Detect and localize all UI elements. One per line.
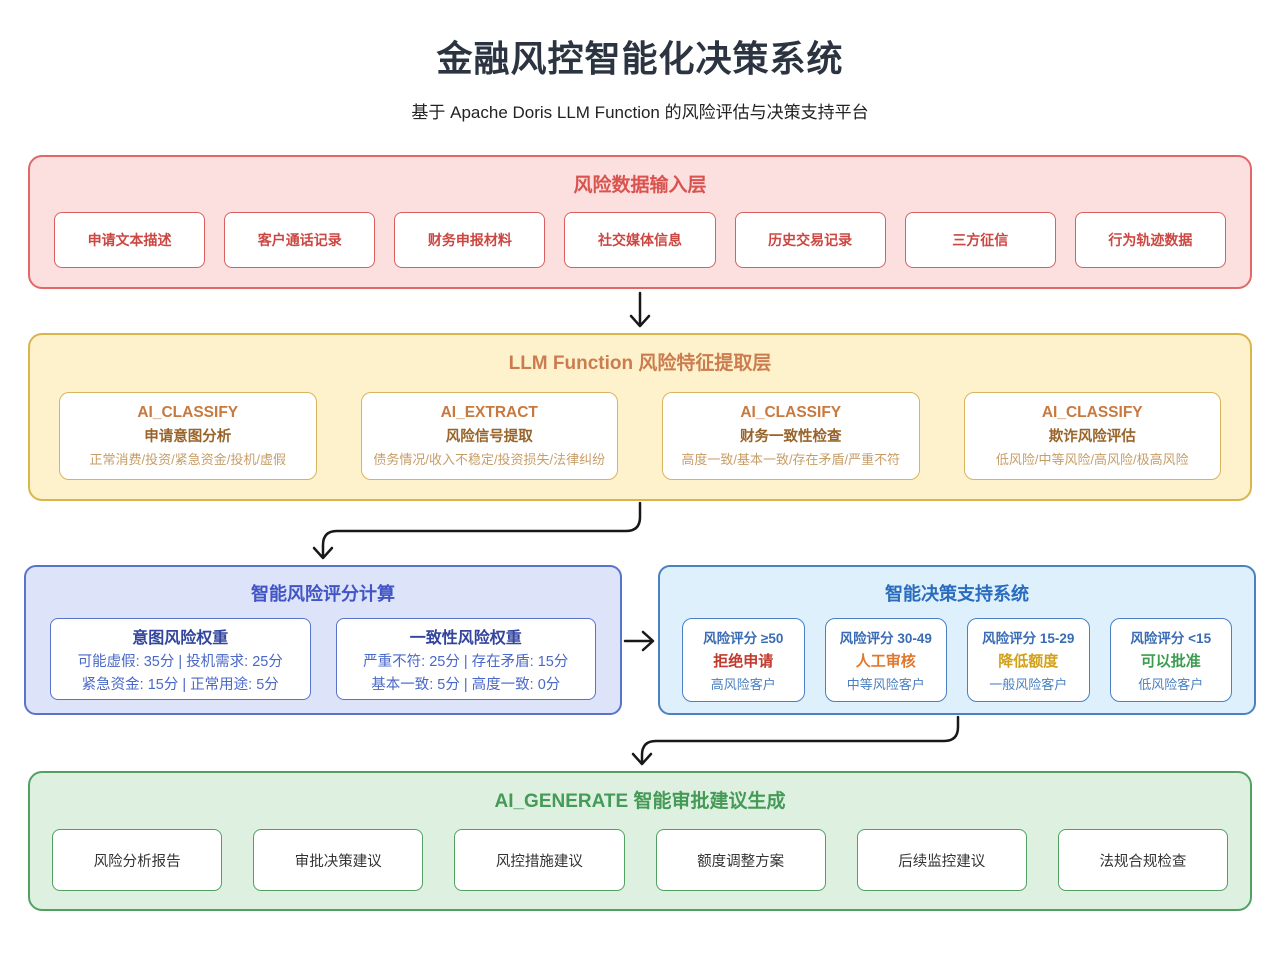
page-subtitle: 基于 Apache Doris LLM Function 的风险评估与决策支持平… xyxy=(411,103,869,122)
decision-section: 智能决策支持系统 风险评分 ≥50 拒绝申请 高风险客户 风险评分 30-49 … xyxy=(658,565,1256,715)
input-source-card: 社交媒体信息 xyxy=(564,212,716,268)
weight-line-1: 严重不符: 25分 | 存在矛盾: 15分 xyxy=(363,654,569,670)
llm-layer-row: AI_CLASSIFY 申请意图分析 正常消费/投资/紧急资金/投机/虚假 AI… xyxy=(30,375,1250,480)
page-title: 金融风控智能化决策系统 xyxy=(436,38,844,79)
generate-layer-section: AI_GENERATE 智能审批建议生成 风险分析报告 审批决策建议 风控措施建… xyxy=(28,771,1252,911)
decision-score-range: 风险评分 15-29 xyxy=(982,631,1075,646)
weight-line-1: 可能虚假: 35分 | 投机需求: 25分 xyxy=(77,654,283,670)
decision-score-range: 风险评分 30-49 xyxy=(839,631,932,646)
llm-function-purpose: 申请意图分析 xyxy=(144,429,232,445)
input-source-card: 行为轨迹数据 xyxy=(1074,212,1226,268)
arrow-decision-to-generate xyxy=(631,715,960,766)
input-source-card: 客户通话记录 xyxy=(224,212,376,268)
input-layer-title: 风险数据输入层 xyxy=(573,175,707,196)
decision-action: 人工审核 xyxy=(855,653,916,670)
generate-output-card: 审批决策建议 xyxy=(253,829,424,891)
decision-action: 可以批准 xyxy=(1140,653,1201,670)
input-source-card: 历史交易记录 xyxy=(734,212,886,268)
llm-function-name: AI_CLASSIFY xyxy=(1041,404,1143,421)
scoring-row: 意图风险权重 可能虚假: 35分 | 投机需求: 25分 紧急资金: 15分 |… xyxy=(26,606,620,700)
decision-action: 拒绝申请 xyxy=(713,653,774,670)
llm-function-card: AI_EXTRACT 风险信号提取 债务情况/收入不稳定/投资损失/法律纠纷 xyxy=(360,392,618,480)
decision-card: 风险评分 30-49 人工审核 中等风险客户 xyxy=(824,618,947,702)
decision-customer-type: 低风险客户 xyxy=(1138,677,1204,692)
weight-card-title: 一致性风险权重 xyxy=(409,630,522,647)
generate-output-card: 风险分析报告 xyxy=(52,829,223,891)
weight-card: 意图风险权重 可能虚假: 35分 | 投机需求: 25分 紧急资金: 15分 |… xyxy=(50,618,311,700)
llm-function-purpose: 风险信号提取 xyxy=(445,429,533,445)
decision-action: 降低额度 xyxy=(998,653,1059,670)
input-layer-section: 风险数据输入层 申请文本描述 客户通话记录 财务申报材料 社交媒体信息 历史交易… xyxy=(28,155,1252,289)
weight-card: 一致性风险权重 严重不符: 25分 | 存在矛盾: 15分 基本一致: 5分 |… xyxy=(335,618,596,700)
decision-card: 风险评分 <15 可以批准 低风险客户 xyxy=(1109,618,1232,702)
input-source-card: 三方征信 xyxy=(904,212,1056,268)
llm-layer-section: LLM Function 风险特征提取层 AI_CLASSIFY 申请意图分析 … xyxy=(28,333,1252,501)
llm-function-name: AI_CLASSIFY xyxy=(137,404,239,421)
decision-title: 智能决策支持系统 xyxy=(885,584,1029,604)
llm-function-name: AI_CLASSIFY xyxy=(740,404,842,421)
decision-row: 风险评分 ≥50 拒绝申请 高风险客户 风险评分 30-49 人工审核 中等风险… xyxy=(660,606,1254,702)
llm-function-purpose: 财务一致性检查 xyxy=(740,429,842,445)
input-layer-row: 申请文本描述 客户通话记录 财务申报材料 社交媒体信息 历史交易记录 三方征信 … xyxy=(30,197,1250,268)
decision-card: 风险评分 15-29 降低额度 一般风险客户 xyxy=(967,618,1090,702)
arrow-llm-to-scoring xyxy=(312,501,642,560)
llm-function-card: AI_CLASSIFY 财务一致性检查 高度一致/基本一致/存在矛盾/严重不符 xyxy=(662,392,920,480)
llm-function-options: 高度一致/基本一致/存在矛盾/严重不符 xyxy=(681,452,901,467)
weight-card-title: 意图风险权重 xyxy=(132,630,229,647)
input-source-card: 财务申报材料 xyxy=(394,212,546,268)
generate-layer-row: 风险分析报告 审批决策建议 风控措施建议 额度调整方案 后续监控建议 法规合规检… xyxy=(30,813,1250,891)
llm-function-options: 低风险/中等风险/高风险/极高风险 xyxy=(995,452,1189,467)
llm-function-name: AI_EXTRACT xyxy=(440,404,538,421)
arrow-scoring-to-decision xyxy=(622,565,658,715)
scoring-title: 智能风险评分计算 xyxy=(251,584,395,604)
llm-function-purpose: 欺诈风险评估 xyxy=(1048,429,1136,445)
generate-output-card: 风控措施建议 xyxy=(454,829,625,891)
decision-customer-type: 高风险客户 xyxy=(710,677,776,692)
middle-row: 智能风险评分计算 意图风险权重 可能虚假: 35分 | 投机需求: 25分 紧急… xyxy=(24,565,1256,715)
arrow-input-to-llm xyxy=(629,291,651,328)
llm-function-card: AI_CLASSIFY 申请意图分析 正常消费/投资/紧急资金/投机/虚假 xyxy=(59,392,317,480)
weight-line-2: 紧急资金: 15分 | 正常用途: 5分 xyxy=(81,677,279,693)
generate-output-card: 后续监控建议 xyxy=(856,829,1027,891)
decision-customer-type: 中等风险客户 xyxy=(846,677,925,692)
llm-function-card: AI_CLASSIFY 欺诈风险评估 低风险/中等风险/高风险/极高风险 xyxy=(963,392,1221,480)
decision-customer-type: 一般风险客户 xyxy=(989,677,1068,692)
llm-function-options: 正常消费/投资/紧急资金/投机/虚假 xyxy=(89,452,286,467)
generate-output-card: 额度调整方案 xyxy=(655,829,826,891)
llm-layer-title: LLM Function 风险特征提取层 xyxy=(508,353,772,374)
weight-line-2: 基本一致: 5分 | 高度一致: 0分 xyxy=(371,677,561,693)
decision-card: 风险评分 ≥50 拒绝申请 高风险客户 xyxy=(682,618,805,702)
generate-layer-title: AI_GENERATE 智能审批建议生成 xyxy=(494,791,786,812)
decision-score-range: 风险评分 <15 xyxy=(1130,631,1212,646)
llm-function-options: 债务情况/收入不稳定/投资损失/法律纠纷 xyxy=(373,452,606,467)
scoring-section: 智能风险评分计算 意图风险权重 可能虚假: 35分 | 投机需求: 25分 紧急… xyxy=(24,565,622,715)
generate-output-card: 法规合规检查 xyxy=(1057,829,1229,891)
decision-score-range: 风险评分 ≥50 xyxy=(703,631,784,646)
input-source-card: 申请文本描述 xyxy=(54,212,206,268)
